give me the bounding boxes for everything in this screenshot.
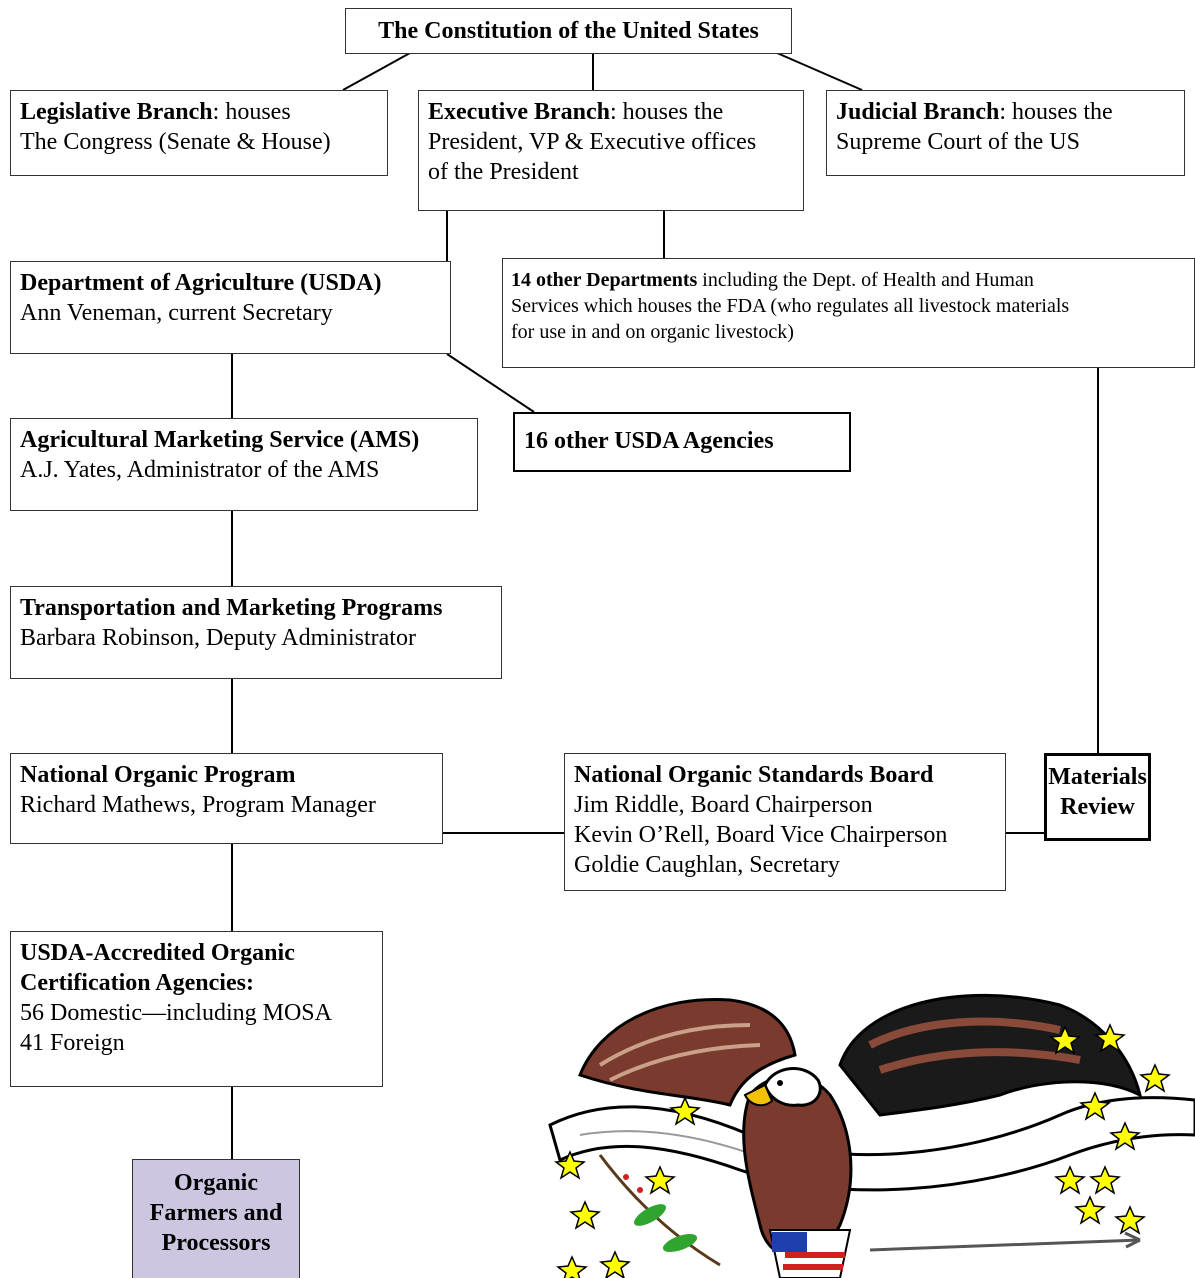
executive-description-2: of the President — [428, 159, 579, 185]
other-departments-title-line: 14 other Departments including the Dept.… — [511, 267, 1186, 293]
judicial-title: Judicial Branch — [836, 99, 1000, 125]
star-icon — [644, 1165, 676, 1195]
star-icon — [1094, 1023, 1126, 1053]
national-organic-program-box: National Organic Program Richard Mathews… — [10, 753, 443, 844]
transportation-marketing-box: Transportation and Marketing Programs Ba… — [10, 586, 502, 679]
executive-description-1: President, VP & Executive offices — [428, 129, 757, 155]
star-icon — [554, 1150, 586, 1180]
farmers-line-1: Organic — [174, 1170, 258, 1196]
constitution-box: The Constitution of the United States — [345, 8, 792, 54]
other-departments-rest: including the Dept. of Health and Human — [697, 269, 1034, 291]
nop-title: National Organic Program — [20, 762, 296, 788]
ams-box: Agricultural Marketing Service (AMS) A.J… — [10, 418, 478, 511]
arrows — [869, 1238, 1141, 1252]
materials-review-box: Materials Review — [1044, 753, 1151, 841]
farmers-line-2: Farmers and — [149, 1200, 283, 1226]
other-departments-line-2: Services which houses the FDA (who regul… — [511, 295, 1070, 317]
other-departments-box: 14 other Departments including the Dept.… — [502, 258, 1195, 368]
legislative-branch-box: Legislative Branch: houses The Congress … — [10, 90, 388, 176]
nosb-secretary: Goldie Caughlan, Secretary — [574, 852, 840, 878]
star-icon — [1054, 1165, 1086, 1195]
legislative-title: Legislative Branch — [20, 99, 213, 125]
stars — [554, 1023, 1171, 1278]
materials-review-line-2: Review — [1060, 794, 1135, 820]
certifiers-foreign: 41 Foreign — [20, 1030, 125, 1056]
ams-title: Agricultural Marketing Service (AMS) — [20, 427, 420, 453]
nosb-title: National Organic Standards Board — [574, 762, 934, 788]
legislative-title-line: Legislative Branch: houses — [20, 97, 378, 127]
other-departments-title: 14 other Departments — [511, 269, 698, 291]
judicial-title-rest: : houses the — [999, 99, 1113, 125]
star-icon — [1139, 1063, 1171, 1093]
certifiers-title-1: USDA-Accredited Organic — [20, 940, 295, 966]
star-icon — [1074, 1195, 1106, 1225]
star-icon — [569, 1200, 601, 1230]
eagle-beak — [743, 1083, 774, 1107]
executive-title-rest: : houses the — [609, 99, 724, 125]
judicial-title-line: Judicial Branch: houses the — [836, 97, 1175, 127]
nop-manager: Richard Mathews, Program Manager — [20, 792, 376, 818]
nosb-chair: Jim Riddle, Board Chairperson — [574, 792, 873, 818]
organic-farmers-box: Organic Farmers and Processors — [132, 1159, 300, 1278]
ams-administrator: A.J. Yates, Administrator of the AMS — [20, 457, 380, 483]
constitution-label: The Constitution of the United States — [378, 18, 759, 44]
certification-agencies-box: USDA-Accredited Organic Certification Ag… — [10, 931, 383, 1087]
other-departments-line-3: for use in and on organic livestock) — [511, 321, 794, 343]
transportation-marketing-deputy: Barbara Robinson, Deputy Administrator — [20, 625, 416, 651]
star-icon — [1089, 1165, 1121, 1195]
eagle-head — [763, 1067, 822, 1107]
usda-title: Department of Agriculture (USDA) — [20, 270, 382, 296]
legislative-description: The Congress (Senate & House) — [20, 129, 331, 155]
judicial-description: Supreme Court of the US — [836, 129, 1080, 155]
transportation-marketing-title: Transportation and Marketing Programs — [20, 595, 443, 621]
other-agencies-label: 16 other USDA Agencies — [524, 428, 774, 454]
materials-review-line-1: Materials — [1048, 764, 1147, 790]
other-agencies-box: 16 other USDA Agencies — [513, 412, 851, 472]
judicial-branch-box: Judicial Branch: houses the Supreme Cour… — [826, 90, 1185, 176]
usda-secretary: Ann Veneman, current Secretary — [20, 300, 333, 326]
eagle-illustration — [548, 993, 1195, 1278]
farmers-line-3: Processors — [161, 1230, 271, 1256]
certifiers-title-2: Certification Agencies: — [20, 970, 254, 996]
nosb-box: National Organic Standards Board Jim Rid… — [564, 753, 1006, 891]
star-icon — [599, 1250, 631, 1278]
star-icon — [556, 1255, 588, 1278]
star-icon — [1114, 1205, 1146, 1235]
executive-branch-box: Executive Branch: houses the President, … — [418, 90, 804, 211]
certifiers-domestic: 56 Domestic—including MOSA — [20, 1000, 332, 1026]
star-icon — [669, 1096, 701, 1126]
executive-title-line: Executive Branch: houses the — [428, 97, 794, 127]
nosb-vice-chair: Kevin O’Rell, Board Vice Chairperson — [574, 822, 948, 848]
star-icon — [1109, 1121, 1141, 1151]
star-icon — [1049, 1025, 1081, 1055]
executive-title: Executive Branch — [428, 99, 610, 125]
usda-box: Department of Agriculture (USDA) Ann Ven… — [10, 261, 451, 354]
legislative-title-rest: : houses — [212, 99, 291, 125]
star-icon — [1079, 1091, 1111, 1121]
